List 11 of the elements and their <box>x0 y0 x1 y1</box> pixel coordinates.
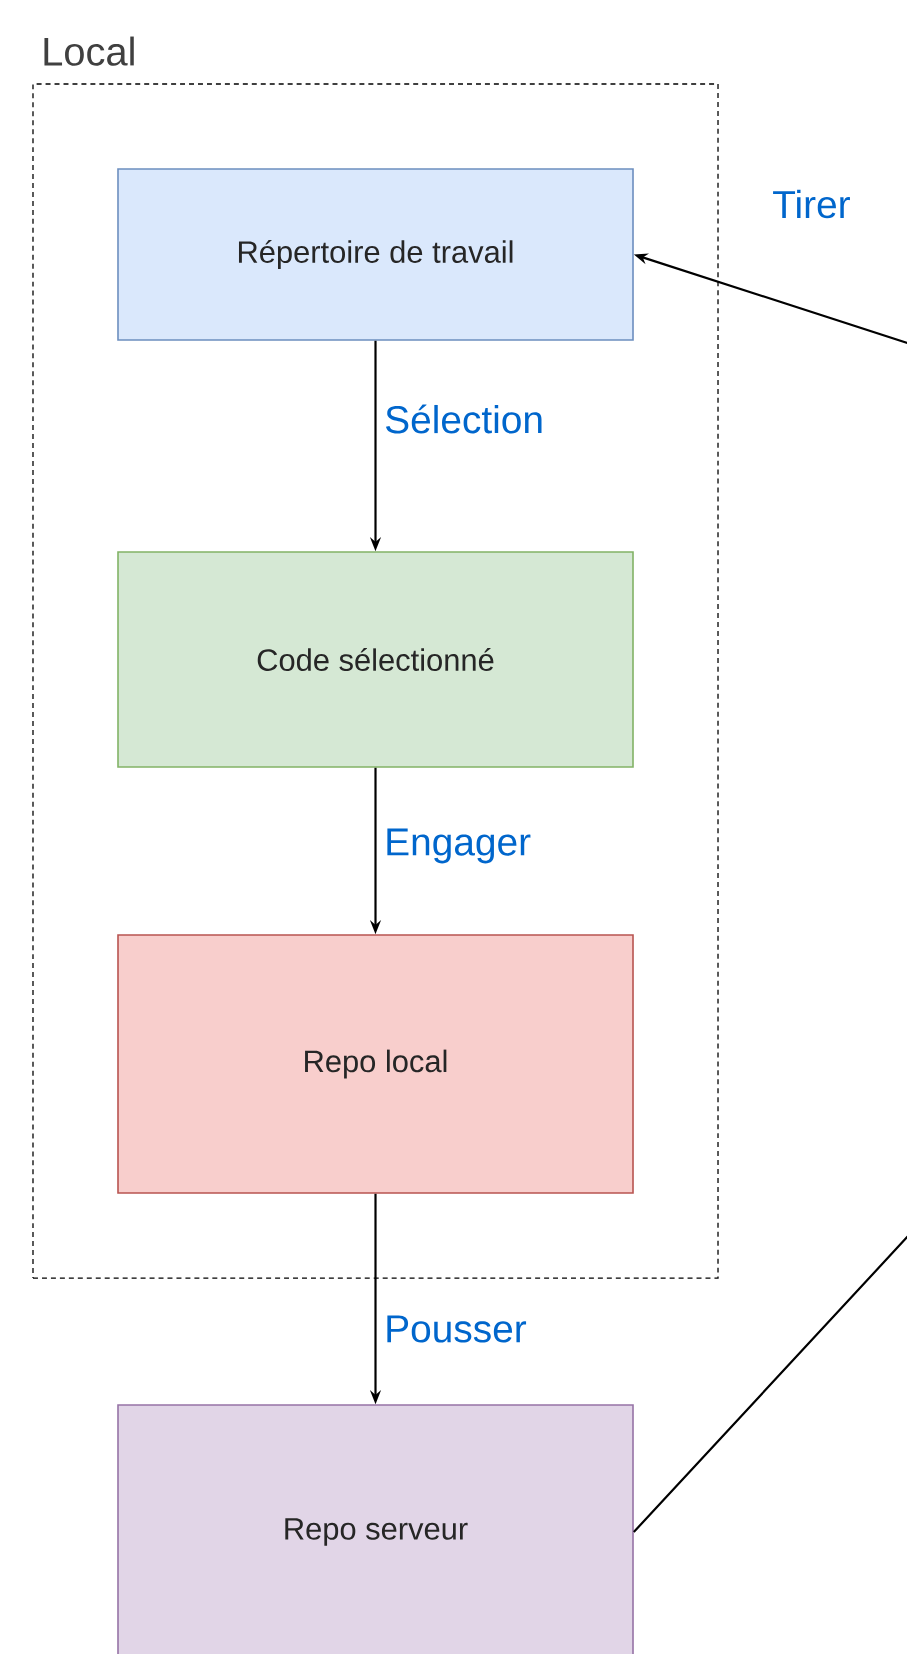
arrow <box>633 253 907 1533</box>
process-box: Répertoire de travail <box>117 168 634 341</box>
edge-label: Sélection <box>382 402 547 436</box>
process-box: Repo serveur <box>117 1404 634 1654</box>
edge-label: Engager <box>382 826 534 866</box>
edge-label: Pousser <box>382 1313 529 1345</box>
dashed-group-box <box>32 83 719 1279</box>
group-title: Local <box>44 36 134 66</box>
edge-label: Tirer <box>770 187 853 221</box>
process-box: Repo local <box>117 934 634 1194</box>
process-box: Code sélectionné <box>117 551 634 768</box>
